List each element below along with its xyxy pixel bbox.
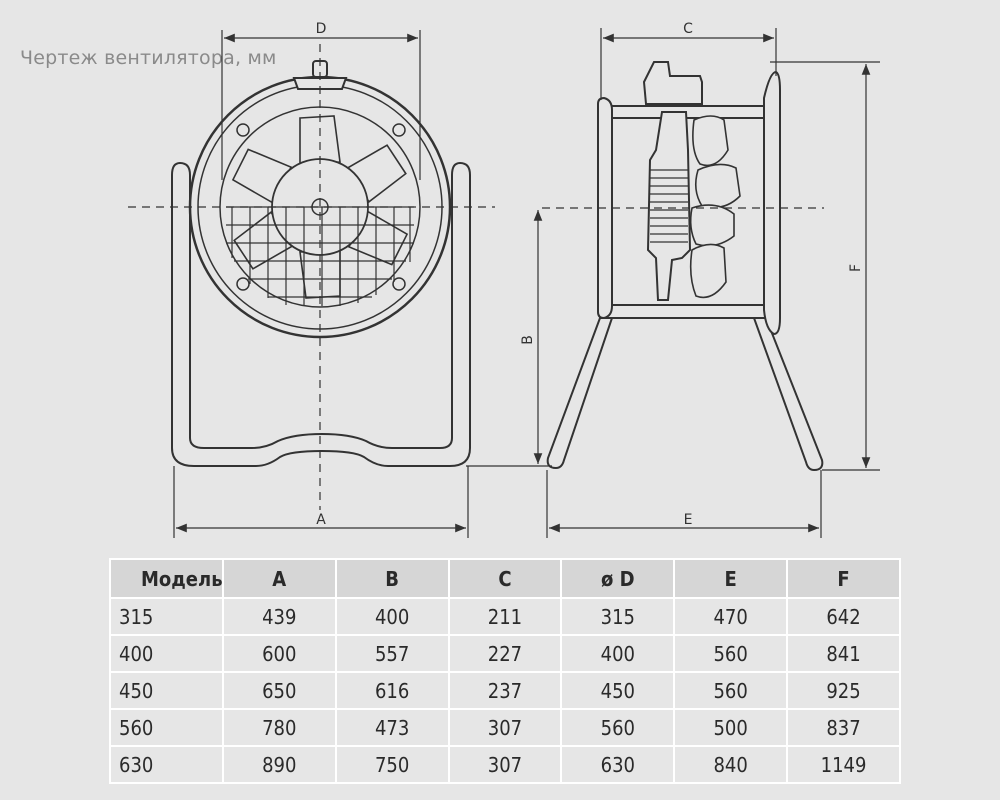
col-header-c: C <box>447 558 563 599</box>
bolt-hole <box>236 123 250 137</box>
table-cell: 315 <box>109 597 224 636</box>
side-motor-cap <box>642 61 703 105</box>
table-cell: 1149 <box>786 745 901 784</box>
dim-label-a: A <box>316 512 326 528</box>
table-cell: 211 <box>447 597 563 636</box>
table-cell: 400 <box>334 597 450 636</box>
table-cell: 439 <box>221 597 337 636</box>
table-cell: 473 <box>334 708 450 747</box>
table-cell: 307 <box>447 708 563 747</box>
dim-label-e: E <box>684 512 693 528</box>
side-motor-body <box>646 111 692 301</box>
table-cell: 500 <box>673 708 789 747</box>
table-cell: 780 <box>221 708 337 747</box>
col-header-a: A <box>221 558 337 599</box>
table-cell: 925 <box>786 671 901 710</box>
table-cell: 840 <box>673 745 789 784</box>
table-row: 630 890 750 307 630 840 1149 <box>109 745 901 784</box>
dim-label-b: B <box>520 335 536 345</box>
table-cell: 560 <box>109 708 224 747</box>
table-row: 315 439 400 211 315 470 642 <box>109 597 901 636</box>
bolt-hole <box>392 123 406 137</box>
table-cell: 837 <box>786 708 901 747</box>
table-cell: 315 <box>560 597 676 636</box>
spec-table: Модель A B C ø D E F 315 439 400 211 315… <box>109 558 901 784</box>
table-cell: 890 <box>221 745 337 784</box>
table-cell: 560 <box>673 671 789 710</box>
table-row: 400 600 557 227 400 560 841 <box>109 634 901 673</box>
table-cell: 400 <box>560 634 676 673</box>
col-header-e: E <box>673 558 789 599</box>
table-cell: 470 <box>673 597 789 636</box>
table-row: 560 780 473 307 560 500 837 <box>109 708 901 747</box>
side-view <box>546 61 824 472</box>
bolt-hole <box>236 277 250 291</box>
table-header-row: Модель A B C ø D E F <box>109 558 901 599</box>
table-cell: 616 <box>334 671 450 710</box>
front-grille <box>226 206 414 306</box>
table-cell: 237 <box>447 671 563 710</box>
table-cell: 630 <box>560 745 676 784</box>
table-cell: 600 <box>221 634 337 673</box>
dimension-labels: D C A E B F <box>316 21 864 528</box>
table-cell: 560 <box>673 634 789 673</box>
table-row: 450 650 616 237 450 560 925 <box>109 671 901 710</box>
dim-label-f: F <box>848 264 864 272</box>
front-center-lines <box>128 44 495 510</box>
front-stand-frame <box>171 161 471 467</box>
dim-label-c: C <box>683 21 693 37</box>
bolt-hole <box>392 277 406 291</box>
side-ring-right <box>763 70 781 336</box>
table-cell: 450 <box>560 671 676 710</box>
table-cell: 557 <box>334 634 450 673</box>
side-leg-right <box>752 317 824 472</box>
side-leg-left <box>546 317 614 470</box>
table-cell: 650 <box>221 671 337 710</box>
table-cell: 400 <box>109 634 224 673</box>
table-cell: 560 <box>560 708 676 747</box>
fan-drawing: D C A E B F <box>128 21 880 538</box>
col-header-b: B <box>334 558 450 599</box>
table-cell: 750 <box>334 745 450 784</box>
dimension-lines <box>173 28 880 538</box>
dim-label-d: D <box>316 21 327 37</box>
table-cell: 630 <box>109 745 224 784</box>
front-view <box>171 60 471 467</box>
table-cell: 450 <box>109 671 224 710</box>
side-blades <box>689 115 741 299</box>
side-motor-fins <box>650 169 688 243</box>
table-cell: 307 <box>447 745 563 784</box>
table-cell: 841 <box>786 634 901 673</box>
col-header-model: Модель <box>109 558 224 599</box>
col-header-f: F <box>786 558 901 599</box>
table-cell: 227 <box>447 634 563 673</box>
col-header-d: ø D <box>560 558 676 599</box>
drawing-caption: Чертеж вентилятора, мм <box>20 47 277 69</box>
table-cell: 642 <box>786 597 901 636</box>
